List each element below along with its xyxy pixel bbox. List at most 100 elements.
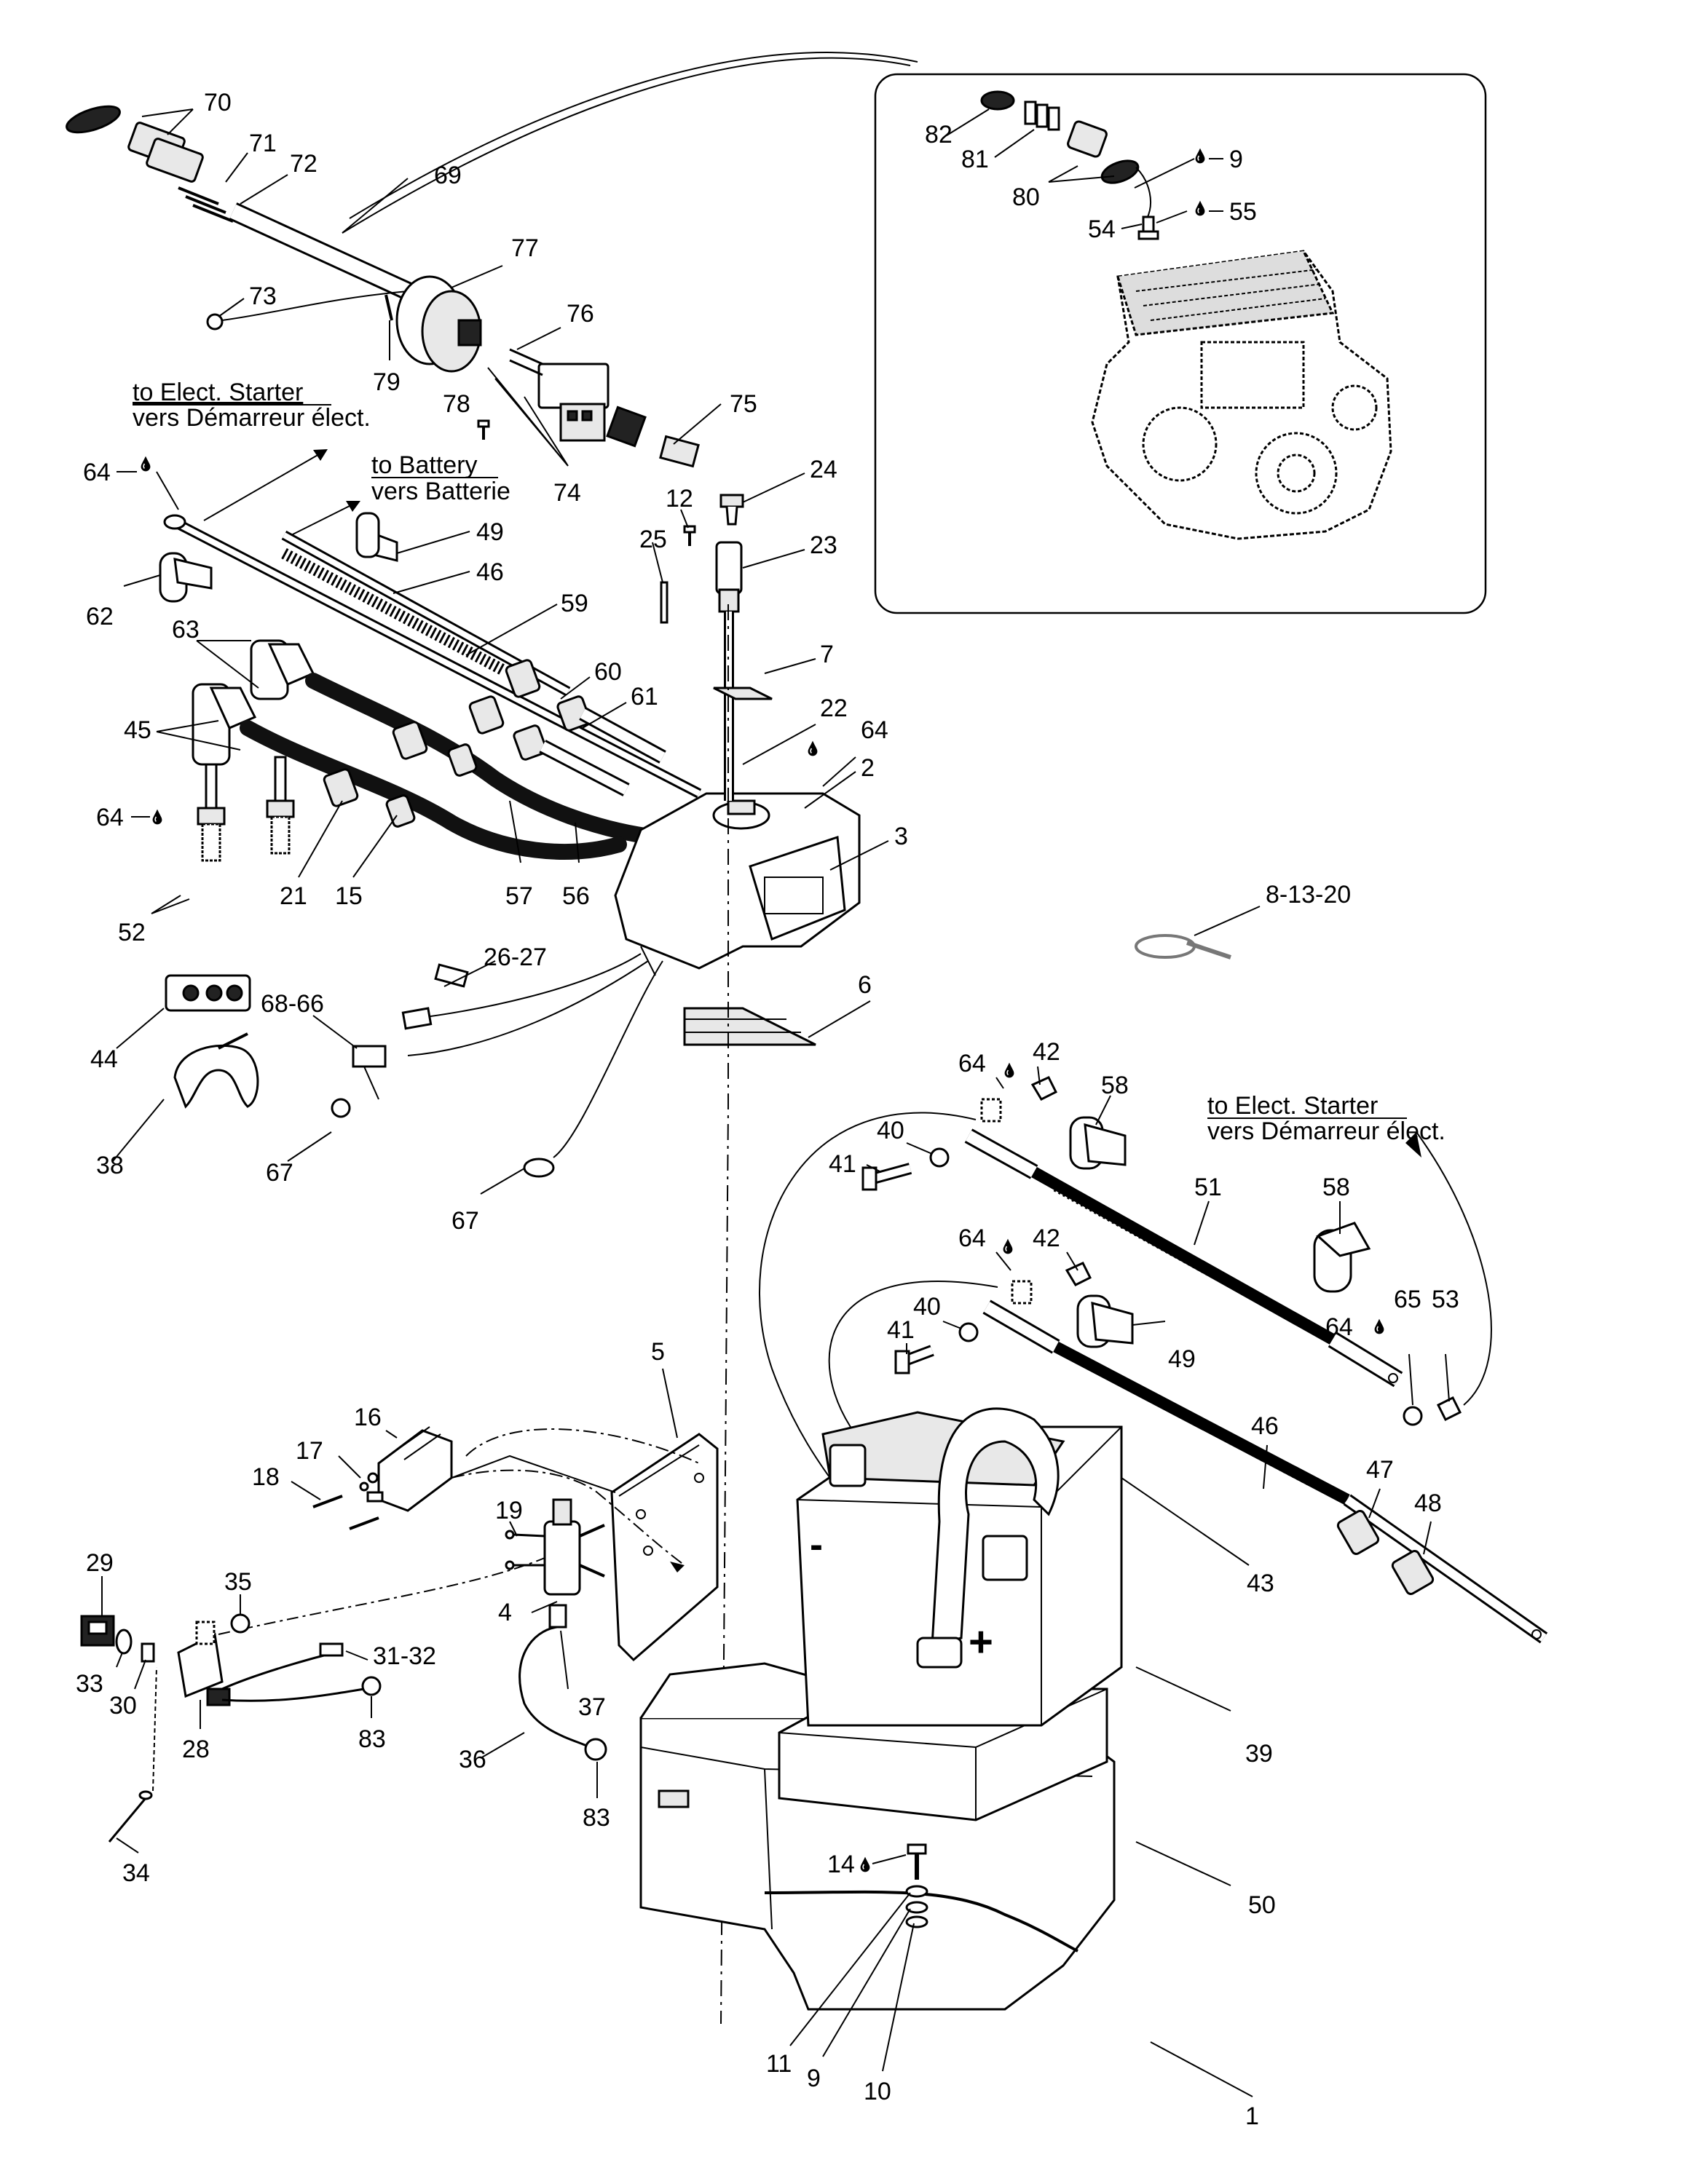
sealant-drop-icon: [1002, 1238, 1014, 1255]
callout-7: 7: [820, 641, 834, 668]
boot-77-icon: [395, 275, 482, 373]
battery-39-icon: [796, 1407, 1123, 1727]
callout-74: 74: [553, 479, 581, 507]
bolt-14-icon: [905, 1843, 928, 1928]
cable-tie-icon: [1135, 934, 1231, 960]
sensor-54-icon: [1137, 215, 1159, 240]
pins-71-icon: [178, 186, 234, 223]
callout-71: 71: [249, 130, 277, 157]
note-starter-right-fr: vers Démarreur élect.: [1207, 1117, 1446, 1145]
callout-45: 45: [124, 716, 151, 744]
ignition-assembly: [159, 494, 861, 1178]
callout-3: 3: [894, 823, 908, 850]
callout-36: 36: [459, 1746, 486, 1773]
callout-2: 2: [861, 754, 875, 782]
note-to-starter-top: to Elect. Starter vers Démarreur élect.: [133, 379, 371, 521]
callout-5: 5: [651, 1338, 665, 1366]
callout-57: 57: [505, 882, 533, 910]
callout-22: 22: [820, 695, 848, 722]
callout-49-top: 49: [476, 518, 504, 546]
callout-11: 11: [766, 2050, 792, 2078]
callout-42-a: 42: [1033, 1038, 1060, 1066]
electrical-module: [80, 1426, 719, 1843]
boot-58b-icon: [1313, 1222, 1371, 1293]
callout-49-b: 49: [1168, 1345, 1196, 1373]
stud-25-icon: [660, 581, 669, 624]
plate-5-icon: [610, 1433, 719, 1662]
terminal-30-icon: [141, 1642, 155, 1663]
connector-70-icon: [127, 122, 204, 183]
callouts: 70 71 72 69 77 73 76 79 78 75 74 64 49 4…: [76, 89, 1459, 2130]
note-battery-en: to Battery: [371, 451, 478, 479]
callout-41-b: 41: [887, 1316, 915, 1344]
callout-35: 35: [224, 1568, 252, 1596]
callout-64-right-end: 64: [1325, 1313, 1353, 1341]
washer-35-icon: [230, 1613, 251, 1634]
ring-terminal-83-icon: [584, 1738, 607, 1761]
plug-cap-63-icon: [250, 639, 315, 700]
bracket-6-icon: [683, 1007, 816, 1046]
sealant-drop-icon: [807, 740, 819, 757]
ring-terminal-73-icon: [206, 313, 224, 331]
callout-18: 18: [252, 1463, 280, 1491]
callout-69: 69: [434, 162, 462, 189]
engine-inset: 82 81 80 9 55 54: [342, 52, 1487, 614]
sealant-drop-icon: [1194, 199, 1206, 217]
callout-29: 29: [86, 1549, 114, 1577]
sealant-drop-icon: [140, 455, 151, 472]
boot-49-icon: [355, 512, 398, 562]
callout-67-a: 67: [266, 1159, 293, 1187]
coil-housing-2-icon: [614, 792, 861, 976]
callout-79: 79: [373, 368, 401, 396]
callout-54: 54: [1088, 215, 1116, 243]
callout-75: 75: [730, 390, 757, 418]
positive-terminal-symbol: +: [969, 1618, 993, 1666]
callout-38: 38: [96, 1152, 124, 1179]
callout-37: 37: [578, 1693, 606, 1721]
callout-28: 28: [182, 1736, 210, 1763]
screw-78-icon: [477, 419, 490, 440]
callout-33: 33: [76, 1670, 103, 1698]
callout-77: 77: [511, 234, 539, 262]
callout-6: 6: [858, 971, 872, 999]
main-harness: [66, 105, 700, 468]
spark-plug-21-icon: [266, 756, 295, 855]
callout-8-13-20: 8-13-20: [1266, 881, 1351, 909]
callout-12: 12: [666, 485, 693, 513]
clip-38-icon: [173, 1032, 259, 1109]
callout-50: 50: [1248, 1891, 1276, 1919]
grommet-82-icon: [980, 90, 1015, 111]
grommet-70-icon: [66, 105, 121, 134]
note-to-battery: to Battery vers Batterie: [291, 451, 510, 536]
callout-40-a: 40: [877, 1117, 904, 1144]
boot-58-icon: [1069, 1116, 1127, 1170]
callout-9-bottom: 9: [807, 2065, 821, 2092]
callout-26-27: 26-27: [484, 943, 547, 971]
terminals-81-icon: [1024, 100, 1060, 131]
callout-1: 1: [1245, 2102, 1259, 2130]
callout-4: 4: [498, 1599, 512, 1626]
callout-46-top: 46: [476, 558, 504, 586]
callout-17: 17: [296, 1437, 323, 1465]
spark-plug-52-icon: [197, 763, 226, 862]
battery-assembly: - +: [639, 1407, 1123, 2011]
callout-39: 39: [1245, 1740, 1273, 1768]
callout-31-32: 31-32: [373, 1642, 436, 1670]
seal-75-icon: [606, 405, 700, 468]
solenoid-4-icon: [505, 1498, 605, 1629]
note-starter-top-en: to Elect. Starter: [133, 379, 303, 406]
callout-58-a: 58: [1101, 1072, 1129, 1099]
connector-68-66-icon: [352, 1045, 387, 1068]
callout-34: 34: [122, 1859, 150, 1887]
callout-25: 25: [639, 526, 667, 553]
note-starter-top-fr: vers Démarreur élect.: [133, 404, 371, 432]
boot-62-icon: [159, 552, 213, 603]
boot-49b-icon: [1076, 1294, 1134, 1348]
callout-68-66: 68-66: [261, 990, 324, 1018]
callout-60: 60: [594, 658, 622, 686]
callout-64-top-left: 64: [83, 459, 111, 486]
callout-52: 52: [118, 919, 146, 946]
connector-28-icon: [177, 1557, 545, 1706]
callout-47: 47: [1366, 1456, 1394, 1484]
callout-82: 82: [925, 121, 953, 149]
